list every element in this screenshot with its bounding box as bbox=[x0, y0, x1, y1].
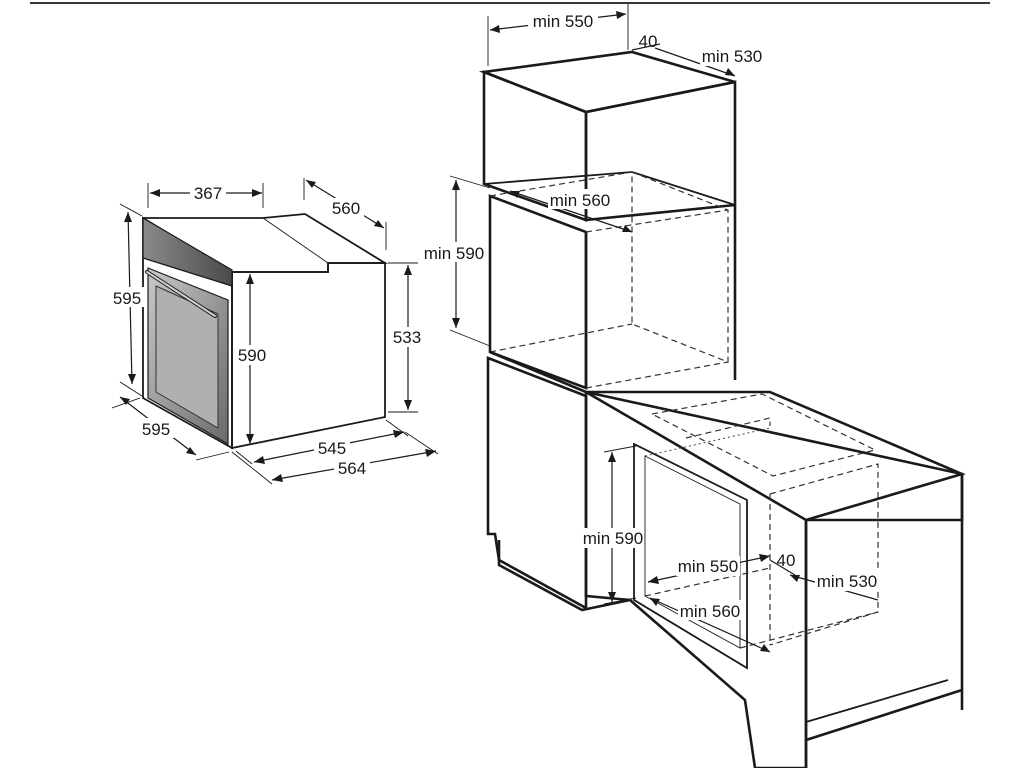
oven-width-top-label: 367 bbox=[194, 184, 222, 203]
lower-niche-height-label: min 590 bbox=[583, 529, 643, 548]
oven-drawing bbox=[142, 213, 389, 450]
oven-height-side-label: 533 bbox=[393, 328, 421, 347]
cabinet-dimensions: min 550 40 min 530 min 560 min 590 min 5… bbox=[422, 4, 879, 653]
upper-niche-height-label: min 590 bbox=[424, 244, 484, 263]
oven-control-panel bbox=[142, 216, 233, 287]
worktop bbox=[581, 390, 966, 522]
base-left-wall bbox=[486, 356, 588, 611]
lower-niche-depth-label: min 530 bbox=[817, 572, 877, 591]
lower-niche-width-label: min 550 bbox=[678, 557, 738, 576]
upper-niche-width-label: min 550 bbox=[533, 12, 593, 31]
oven-depth-top-label: 560 bbox=[332, 199, 360, 218]
upper-niche-back-outline bbox=[631, 171, 729, 363]
hob-cutout bbox=[650, 393, 877, 477]
upper-niche-inner-depth-label: min 560 bbox=[550, 191, 610, 210]
lower-niche-gap-label: 40 bbox=[777, 551, 796, 570]
oven-dimensions: 367 560 595 590 533 bbox=[110, 178, 439, 485]
oven-depth-bottom-inner-label: 545 bbox=[318, 439, 346, 458]
lower-niche-inner-depth-label: min 560 bbox=[680, 602, 740, 621]
oven-height-left-label: 595 bbox=[113, 289, 141, 308]
oven-width-bottom-label: 595 bbox=[142, 420, 170, 439]
upper-niche-depth-label: min 530 bbox=[702, 47, 762, 66]
oven-height-front-label: 590 bbox=[238, 346, 266, 365]
cabinet-drawing bbox=[478, 50, 966, 768]
oven-depth-bottom-outer-label: 564 bbox=[338, 459, 366, 478]
upper-niche-gap-label: 40 bbox=[639, 32, 658, 51]
